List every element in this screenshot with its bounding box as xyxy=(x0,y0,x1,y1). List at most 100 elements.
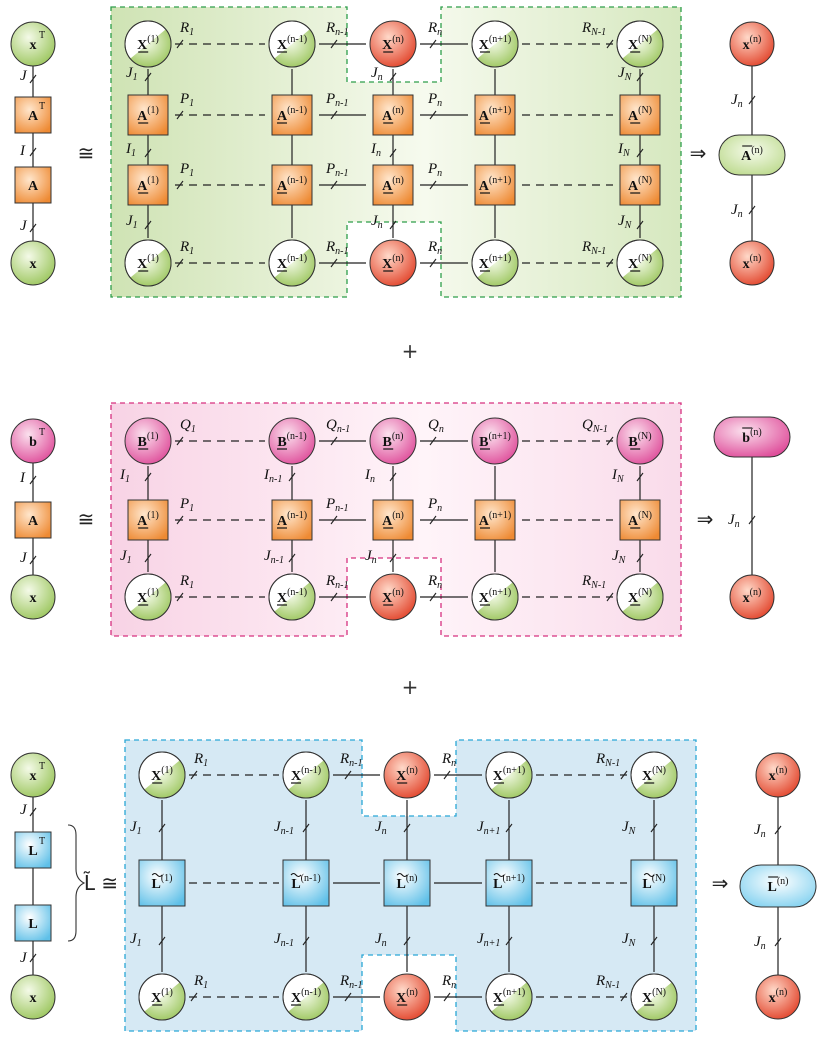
bond-label: Jn xyxy=(375,819,387,837)
svg-text:B(N): B(N) xyxy=(628,431,651,450)
bond-label: R1 xyxy=(179,573,194,591)
bond-label: J xyxy=(20,802,28,818)
node-label: X(N) xyxy=(628,587,652,606)
pink-node xyxy=(471,417,519,465)
svg-text:B(n): B(n) xyxy=(382,431,403,450)
bond-label: Rn xyxy=(441,973,456,991)
bond-tick xyxy=(505,823,513,833)
bond-label: JN xyxy=(622,931,637,949)
svg-text:A(n): A(n) xyxy=(382,175,404,194)
bond-label: I1 xyxy=(125,141,136,159)
svg-text:x(n): x(n) xyxy=(769,987,788,1006)
node-label: b(n) xyxy=(742,427,762,446)
bond-label: RN-1 xyxy=(595,751,620,769)
node-label: X(n-1) xyxy=(291,987,321,1006)
node-label: X(N) xyxy=(642,765,666,784)
bond-label: I xyxy=(19,470,26,486)
bond-label: Rn-1 xyxy=(325,239,349,257)
L-cong-symbol: L̃ ≅ xyxy=(83,871,118,895)
node-label: A(N) xyxy=(628,175,652,194)
svg-text:A(N): A(N) xyxy=(628,510,652,529)
bond-label: Pn-1 xyxy=(325,91,349,109)
node-label: x xyxy=(30,591,37,606)
blue-core xyxy=(630,859,678,907)
node-label: A(n+1) xyxy=(479,175,511,194)
svg-text:X(n): X(n) xyxy=(382,587,404,606)
bond-tick xyxy=(429,436,437,446)
bond-tick xyxy=(429,110,437,120)
bond-label: R1 xyxy=(179,239,194,257)
bond-tick xyxy=(606,39,614,49)
cong-symbol: ≅ xyxy=(78,507,95,531)
bond-label: Pn xyxy=(427,161,442,179)
node-label: B(n) xyxy=(382,431,403,450)
svg-text:X(1): X(1) xyxy=(151,987,173,1006)
node-label: X(n) xyxy=(396,987,418,1006)
node-label: A(N) xyxy=(628,105,652,124)
node-label: X(N) xyxy=(628,253,652,272)
svg-text:A: A xyxy=(28,514,39,529)
right-x-bottom xyxy=(755,974,801,1020)
bond-tick xyxy=(650,936,658,946)
svg-text:x: x xyxy=(30,769,37,784)
svg-text:x(n): x(n) xyxy=(769,765,788,784)
bond-label: IN xyxy=(617,141,631,159)
svg-text:X(N): X(N) xyxy=(642,765,666,784)
bond-tick xyxy=(636,553,644,563)
bond-label: R1 xyxy=(179,20,194,38)
node-label: X(n+1) xyxy=(493,765,525,784)
svg-text:X(n-1): X(n-1) xyxy=(277,587,307,606)
bond-tick xyxy=(429,515,437,525)
svg-text:L(n+1): L(n+1) xyxy=(493,873,525,892)
bond-label: Rn-1 xyxy=(339,751,363,769)
bond-label: Jn-1 xyxy=(274,819,294,837)
node-label: X(1) xyxy=(151,765,173,784)
half-node xyxy=(485,973,533,1021)
bond-tick xyxy=(29,807,37,817)
plus-sign-2: + xyxy=(402,675,419,699)
red-node xyxy=(383,751,431,799)
node-label: A xyxy=(28,514,39,529)
bond-tick xyxy=(429,39,437,49)
bond-label: In xyxy=(364,467,375,485)
bond-label: In-1 xyxy=(263,467,282,485)
implies-symbol: ⇒ xyxy=(697,507,714,531)
orange-core xyxy=(127,94,169,136)
node-label: A(n-1) xyxy=(277,175,307,194)
right-A-pill xyxy=(718,134,786,176)
svg-text:b(n): b(n) xyxy=(742,427,761,446)
bond-tick xyxy=(330,39,338,49)
svg-text:A: A xyxy=(28,179,39,194)
bond-tick xyxy=(302,936,310,946)
bond-label: Rn xyxy=(441,751,456,769)
node-label: L(N) xyxy=(642,872,666,892)
svg-text:L(N): L(N) xyxy=(642,873,665,892)
bond-label: J1 xyxy=(130,819,142,837)
bond-label: Jn xyxy=(731,202,743,220)
svg-text:A(n-1): A(n-1) xyxy=(277,105,307,124)
bond-tick xyxy=(190,770,198,780)
bond-tick xyxy=(636,472,644,482)
sup: T xyxy=(39,836,45,847)
svg-text:X(n-1): X(n-1) xyxy=(291,987,321,1006)
bond-label: RN-1 xyxy=(581,239,606,257)
svg-text:X(N): X(N) xyxy=(628,34,652,53)
node-label: X(n) xyxy=(382,34,404,53)
half-node xyxy=(616,20,664,68)
bond-label: Qn-1 xyxy=(326,417,350,435)
left-b-top xyxy=(10,418,56,464)
node-label: x(n) xyxy=(769,987,788,1006)
node-label: L(n-1) xyxy=(290,872,321,892)
orange-core xyxy=(271,94,313,136)
bond-tick xyxy=(403,936,411,946)
half-node xyxy=(471,573,519,621)
right-x-bottom xyxy=(729,574,775,620)
half-node xyxy=(268,20,316,68)
half-node xyxy=(124,573,172,621)
svg-text:x: x xyxy=(30,257,37,272)
node-label: X(n-1) xyxy=(277,34,307,53)
bond-label: Rn-1 xyxy=(325,20,349,38)
svg-text:X(n+1): X(n+1) xyxy=(493,765,525,784)
bond-tick xyxy=(29,475,37,485)
node-label: A(n+1) xyxy=(479,510,511,529)
